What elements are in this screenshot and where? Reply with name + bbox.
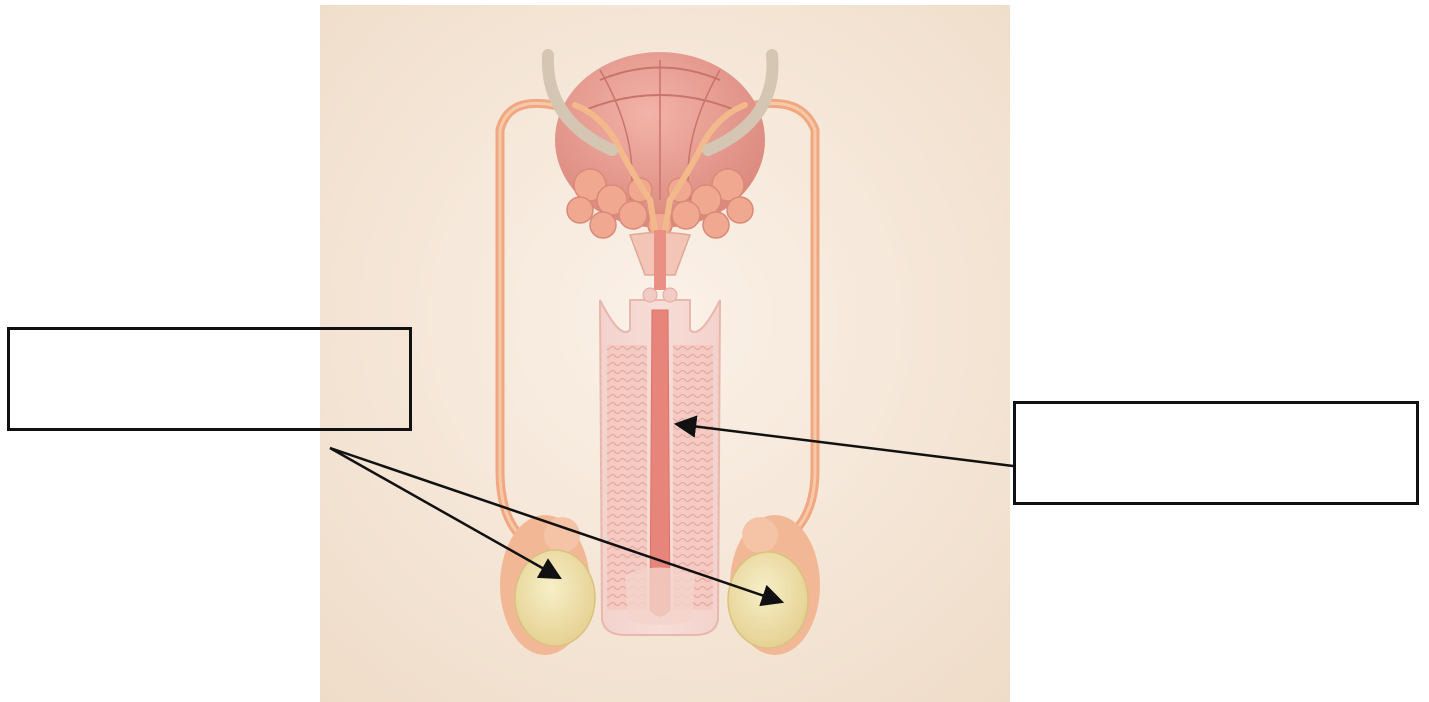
label-box-left[interactable] bbox=[7, 327, 412, 431]
penis bbox=[600, 288, 720, 635]
label-box-right[interactable] bbox=[1013, 401, 1419, 505]
